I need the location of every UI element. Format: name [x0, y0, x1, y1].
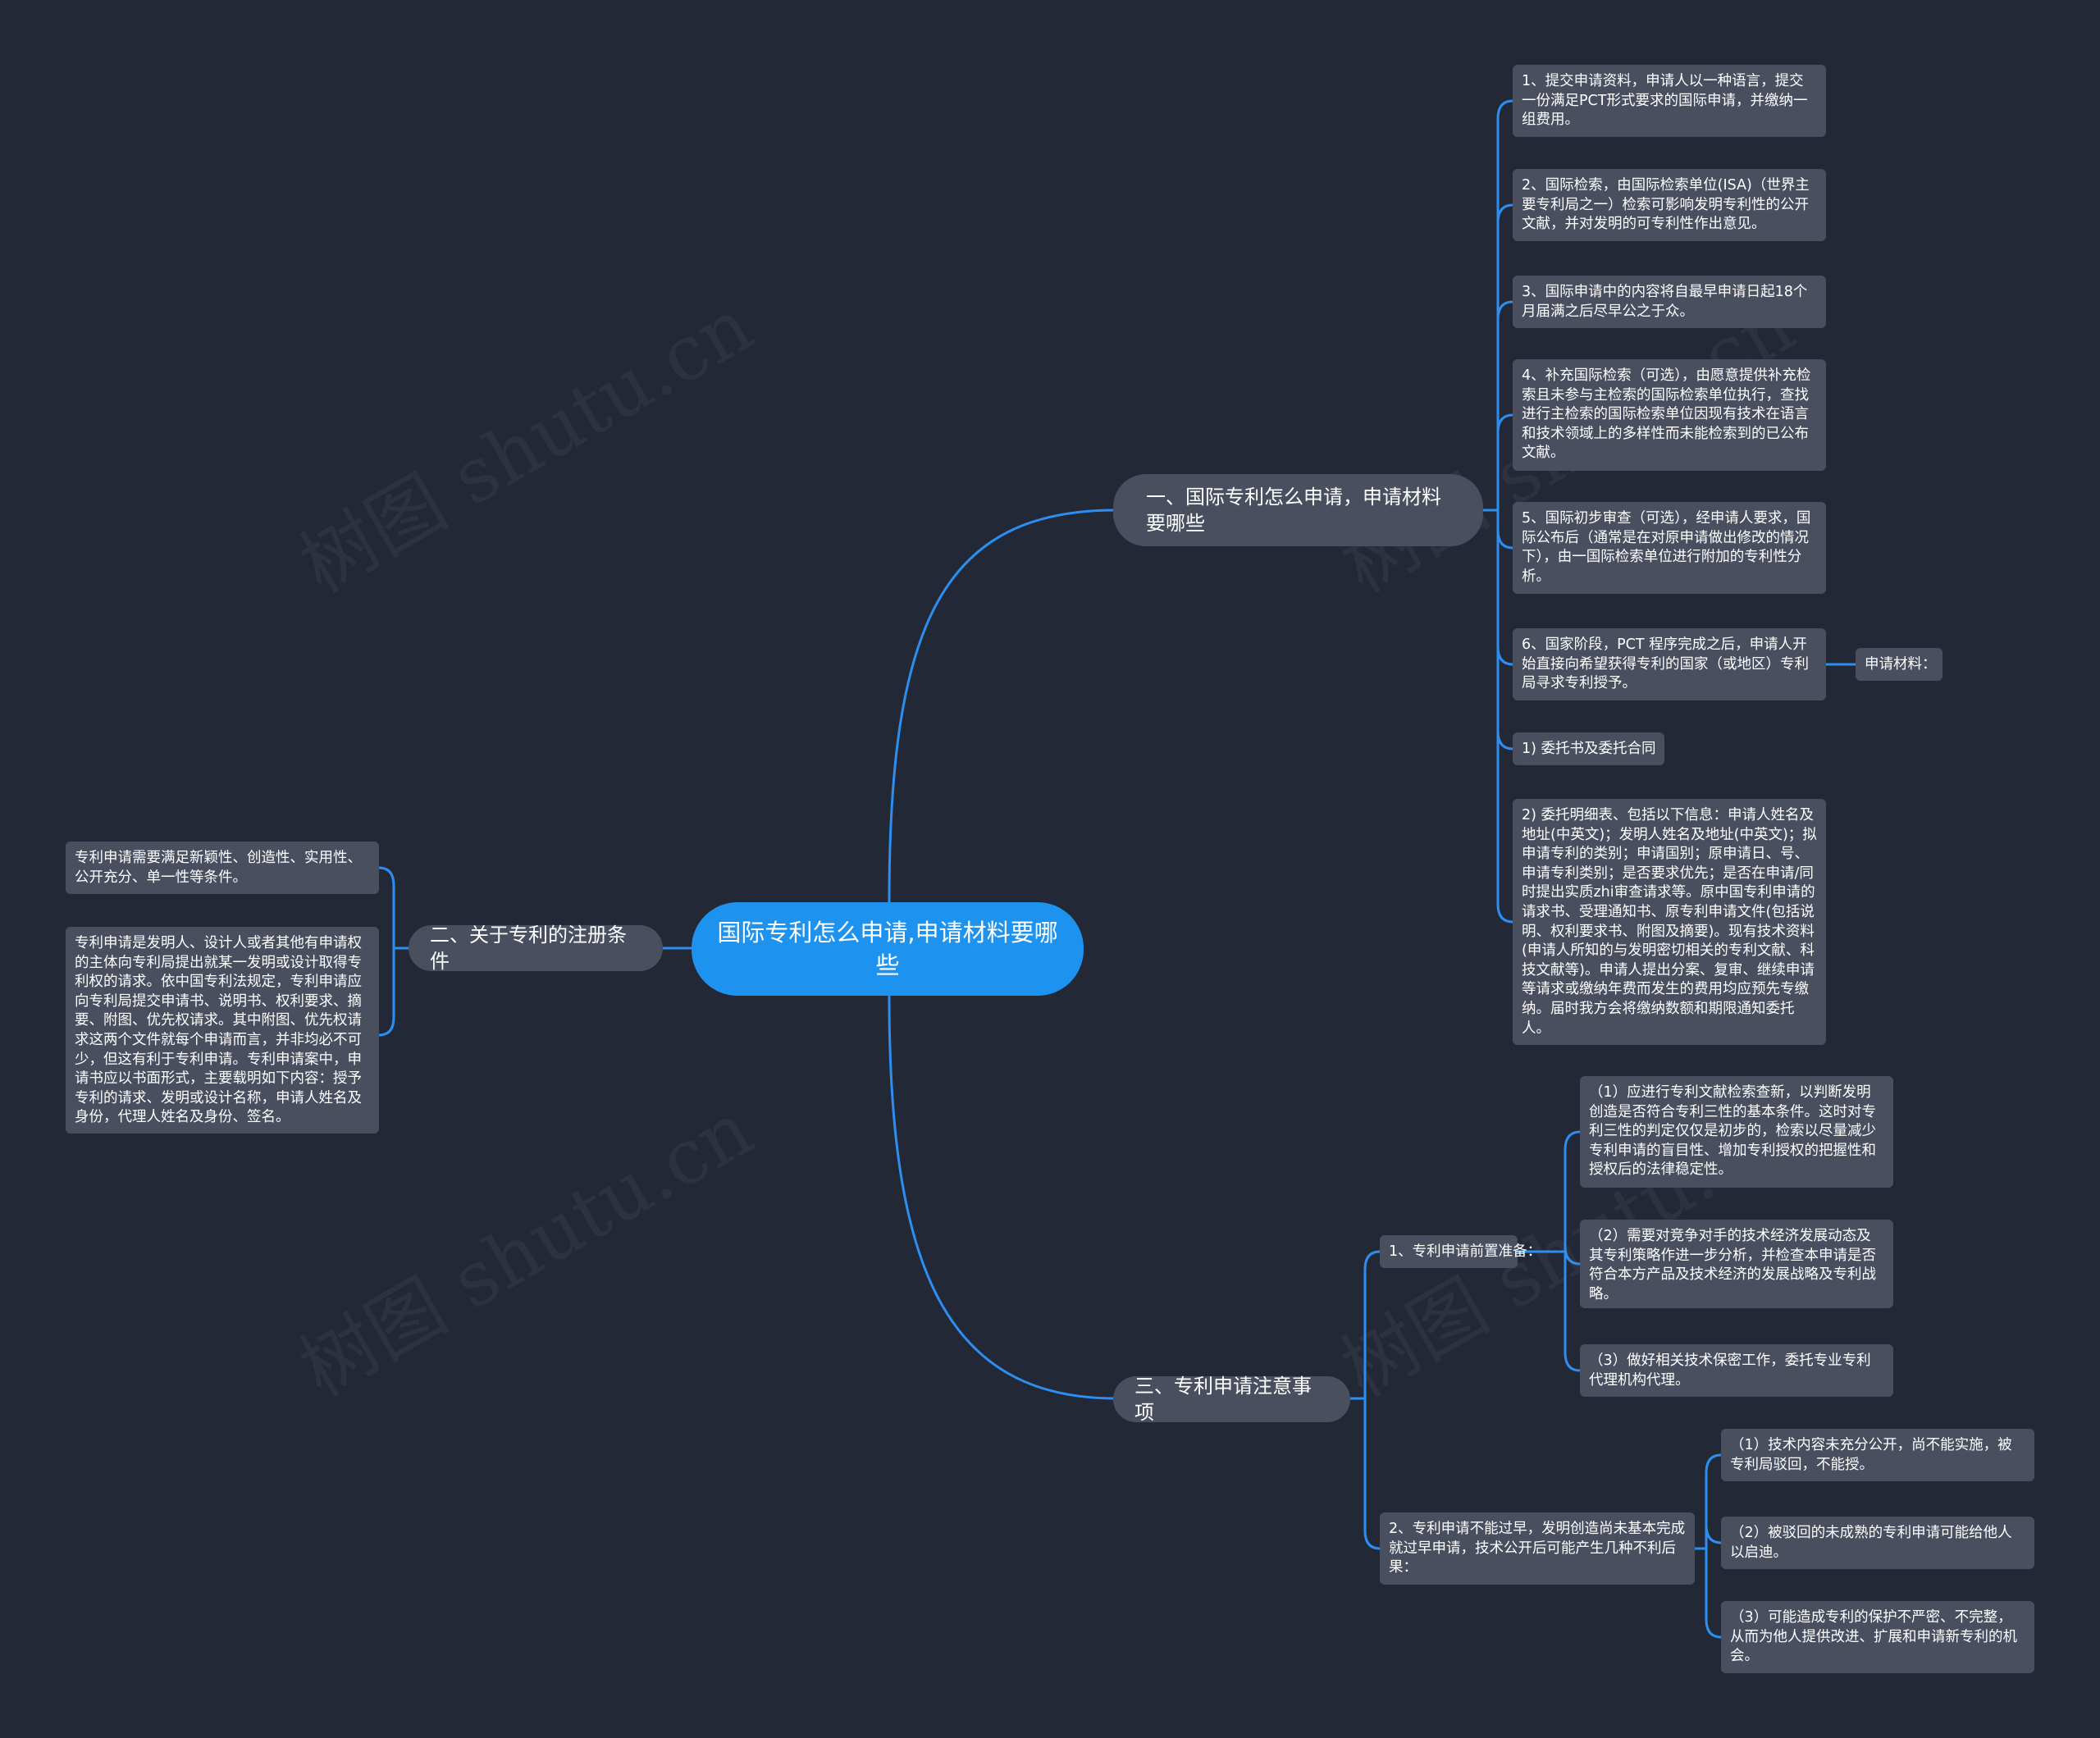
link-b3-g2 [1363, 1398, 1381, 1550]
b1-item-2[interactable]: 2、国际检索，由国际检索单位(ISA)（世界主要专利局之一）检索可影响发明专利性… [1513, 169, 1826, 241]
b3-group-2[interactable]: 2、专利申请不能过早，发明创造尚未基本完成就过早申请，技术公开后可能产生几种不利… [1380, 1512, 1695, 1585]
link-b1-item8 [1496, 510, 1513, 924]
branch-node-3[interactable]: 三、专利申请注意事项 [1113, 1375, 1350, 1424]
b1-item-4[interactable]: 4、补充国际检索（可选），由愿意提供补充检索且未参与主检索的国际检索单位执行，查… [1513, 359, 1826, 471]
b1-item-3[interactable]: 3、国际申请中的内容将自最早申请日起18个月届满之后尽早公之于众。 [1513, 276, 1826, 328]
link-g1-item2 [1564, 1245, 1581, 1266]
b1-item-8[interactable]: 2) 委托明细表、包括以下信息：申请人姓名及地址(中英文)；发明人姓名及地址(中… [1513, 799, 1826, 1045]
link-b1-item6 [1496, 510, 1513, 666]
b2-item-2[interactable]: 专利申请是发明人、设计人或者其他有申请权的主体向专利局提出就某一发明或设计取得专… [66, 927, 379, 1134]
link-b2-item2 [378, 948, 395, 1037]
link-g2-item2 [1705, 1524, 1722, 1549]
g1-item-3[interactable]: （3）做好相关技术保密工作，委托专业专利代理机构代理。 [1580, 1344, 1893, 1397]
b3-group-1[interactable]: 1、专利申请前置准备： [1380, 1235, 1541, 1268]
root-node[interactable]: 国际专利怎么申请,申请材料要哪些 [692, 902, 1084, 996]
g2-item-1[interactable]: （1）技术内容未充分公开，尚不能实施，被专利局驳回，不能授。 [1721, 1429, 2034, 1481]
link-g1-item1 [1564, 1130, 1581, 1252]
b1-item-1[interactable]: 1、提交申请资料，申请人以一种语言，提交一份满足PCT形式要求的国际申请，并缴纳… [1513, 65, 1826, 137]
link-b1-item3 [1496, 300, 1513, 510]
link-b1-item5 [1496, 510, 1513, 550]
link-b2-item1 [378, 866, 395, 948]
b1-item-6[interactable]: 6、国家阶段，PCT 程序完成之后，申请人开始直接向希望获得专利的国家（或地区）… [1513, 628, 1826, 700]
link-b3-g1 [1363, 1250, 1381, 1398]
link-b1-item2 [1496, 203, 1513, 510]
link-g1-item3 [1564, 1252, 1581, 1372]
link-g2-item1 [1705, 1453, 1722, 1549]
b1-item-5[interactable]: 5、国际初步审查（可选），经申请人要求，国际公布后（通常是在对原申请做出修改的情… [1513, 502, 1826, 594]
g2-item-2[interactable]: （2）被驳回的未成熟的专利申请可能给他人以启迪。 [1721, 1517, 2034, 1569]
g2-item-3[interactable]: （3）可能造成专利的保护不严密、不完整，从而为他人提供改进、扩展和申请新专利的机… [1721, 1601, 2034, 1673]
link-b1-item4 [1496, 413, 1513, 510]
g1-item-1[interactable]: （1）应进行专利文献检索查新，以判断发明创造是否符合专利三性的基本条件。这时对专… [1580, 1076, 1893, 1188]
g1-item-2[interactable]: （2）需要对竞争对手的技术经济发展动态及其专利策略作进一步分析，并检查本申请是否… [1580, 1220, 1893, 1308]
b1-sub-node[interactable]: 申请材料： [1856, 648, 1942, 681]
link-root-b3 [888, 995, 1116, 1400]
branch-node-2[interactable]: 二、关于专利的注册条件 [409, 924, 663, 973]
b1-item-7[interactable]: 1) 委托书及委托合同 [1513, 732, 1664, 765]
link-g2-item3 [1705, 1549, 1722, 1639]
b2-item-1[interactable]: 专利申请需要满足新颖性、创造性、实用性、公开充分、单一性等条件。 [66, 842, 379, 894]
link-root-b1 [888, 509, 1116, 903]
branch-node-1[interactable]: 一、国际专利怎么申请，申请材料要哪些 [1113, 474, 1483, 546]
link-b1-item1 [1496, 99, 1513, 510]
